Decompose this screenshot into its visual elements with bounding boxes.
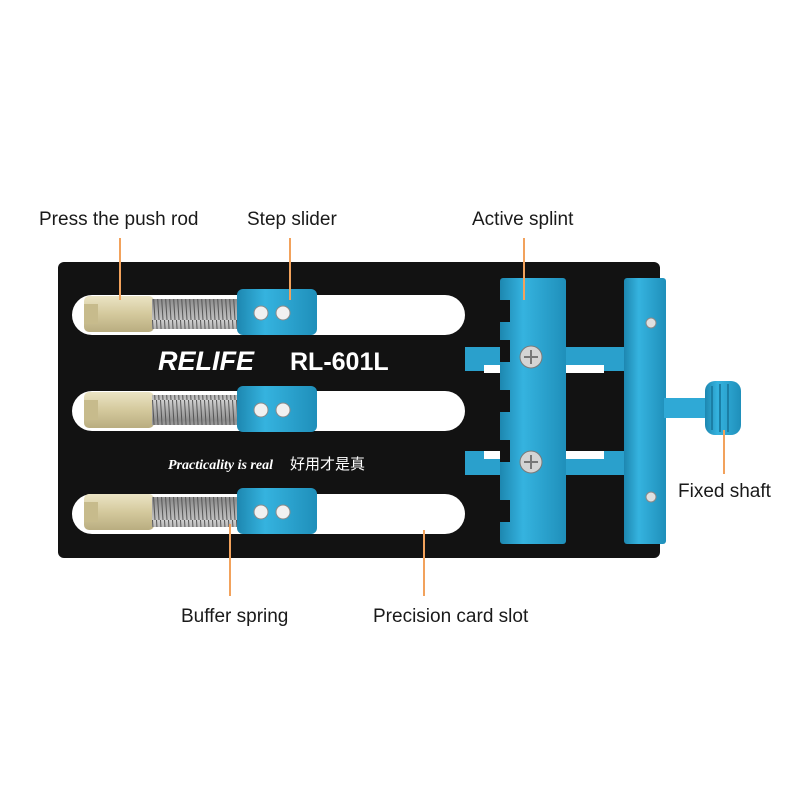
push-rod	[84, 392, 154, 428]
brand-logo: RELIFE	[158, 346, 255, 376]
label-press-push-rod: Press the push rod	[39, 209, 199, 230]
slogan-english: Practicality is real	[168, 458, 273, 473]
slogan-chinese: 好用才是真	[290, 455, 365, 473]
rod-row-middle	[84, 386, 317, 432]
model-number: RL-601L	[290, 348, 389, 376]
buffer-spring	[152, 497, 240, 527]
buffer-spring	[152, 299, 240, 329]
fixed-splint	[624, 278, 666, 544]
leader-lines	[119, 238, 725, 596]
push-rod	[84, 494, 154, 530]
rod-row-top	[84, 289, 317, 335]
active-splint	[500, 278, 566, 544]
label-fixed-shaft: Fixed shaft	[678, 481, 771, 502]
push-rod	[84, 296, 154, 332]
buffer-spring	[152, 395, 240, 425]
rod-row-bottom	[84, 488, 317, 534]
label-step-slider: Step slider	[247, 209, 337, 230]
label-active-splint: Active splint	[472, 209, 574, 230]
fixed-shaft	[664, 381, 741, 435]
label-precision-card-slot: Precision card slot	[373, 606, 529, 627]
label-buffer-spring: Buffer spring	[181, 606, 289, 627]
